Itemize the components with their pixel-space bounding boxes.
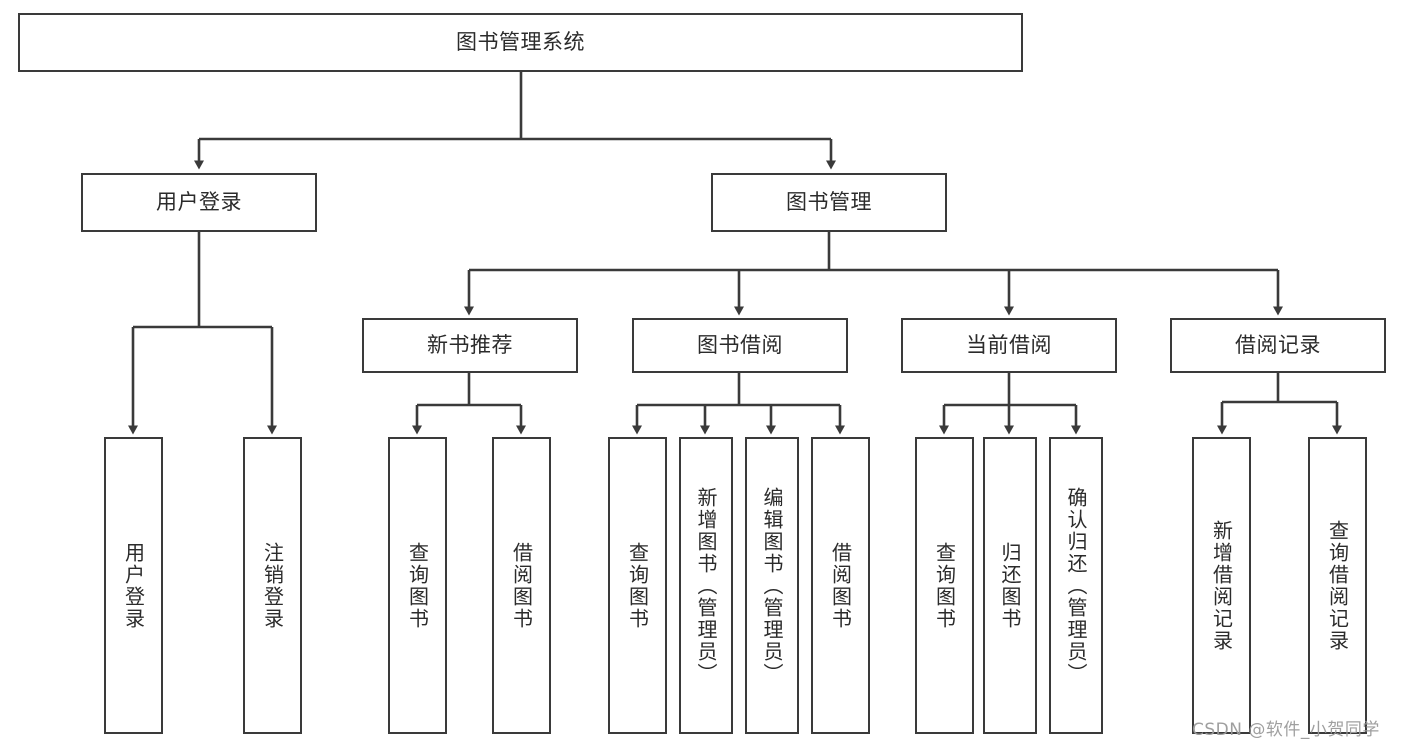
book-borrow-connectors [632,373,845,435]
node-borrow-record[interactable]: 借阅记录 [1170,318,1386,373]
node-user-login-label: 用户登录 [156,190,242,215]
node-leaf-rec-query[interactable]: 查询图书 [388,437,447,734]
node-leaf-rec-search-label: 查询借阅记录 [1325,519,1350,652]
node-leaf-user-login[interactable]: 用户登录 [104,437,163,734]
node-root[interactable]: 图书管理系统 [18,13,1023,72]
watermark-text: CSDN @软件_小贺同学 [1192,720,1380,740]
new-book-rec-connectors [412,373,526,435]
node-leaf-borrow-query[interactable]: 查询图书 [608,437,667,734]
node-leaf-rec-search[interactable]: 查询借阅记录 [1308,437,1367,734]
node-user-login[interactable]: 用户登录 [81,173,317,232]
node-new-book-rec-label: 新书推荐 [427,333,513,358]
node-leaf-borrow-lend-label: 借阅图书 [828,541,853,630]
node-book-borrow[interactable]: 图书借阅 [632,318,848,373]
node-leaf-borrow-edit[interactable]: 编辑图书（管理员） [745,437,799,734]
node-leaf-user-logout-label: 注销登录 [260,541,285,630]
node-new-book-rec[interactable]: 新书推荐 [362,318,578,373]
node-book-manage-label: 图书管理 [786,190,872,215]
node-leaf-borrow-add-label: 新增图书（管理员） [694,486,718,685]
node-leaf-rec-add[interactable]: 新增借阅记录 [1192,437,1251,734]
node-book-borrow-label: 图书借阅 [697,333,783,358]
node-leaf-borrow-add[interactable]: 新增图书（管理员） [679,437,733,734]
node-leaf-rec-query-label: 查询图书 [405,541,430,630]
user-login-connectors [128,232,277,435]
node-leaf-cur-return-label: 归还图书 [998,541,1022,630]
node-current-borrow-label: 当前借阅 [966,333,1052,358]
node-book-manage[interactable]: 图书管理 [711,173,947,232]
node-leaf-cur-confirm-label: 确认归还（管理员） [1064,486,1088,685]
node-leaf-user-login-label: 用户登录 [121,541,146,630]
node-leaf-cur-confirm[interactable]: 确认归还（管理员） [1049,437,1103,734]
node-leaf-rec-borrow[interactable]: 借阅图书 [492,437,551,734]
node-current-borrow[interactable]: 当前借阅 [901,318,1117,373]
node-leaf-cur-query[interactable]: 查询图书 [915,437,974,734]
node-leaf-borrow-edit-label: 编辑图书（管理员） [760,486,784,685]
borrow-record-connectors [1217,373,1342,435]
node-borrow-record-label: 借阅记录 [1235,333,1321,358]
node-leaf-cur-query-label: 查询图书 [932,541,957,630]
node-leaf-rec-borrow-label: 借阅图书 [509,541,534,630]
node-root-label: 图书管理系统 [456,30,585,55]
root-connectors [194,72,836,170]
current-borrow-connectors [939,373,1081,435]
book-manage-connectors [464,232,1283,316]
node-leaf-cur-return[interactable]: 归还图书 [983,437,1037,734]
node-leaf-rec-add-label: 新增借阅记录 [1209,519,1234,652]
node-leaf-borrow-lend[interactable]: 借阅图书 [811,437,870,734]
node-leaf-user-logout[interactable]: 注销登录 [243,437,302,734]
node-leaf-borrow-query-label: 查询图书 [625,541,650,630]
